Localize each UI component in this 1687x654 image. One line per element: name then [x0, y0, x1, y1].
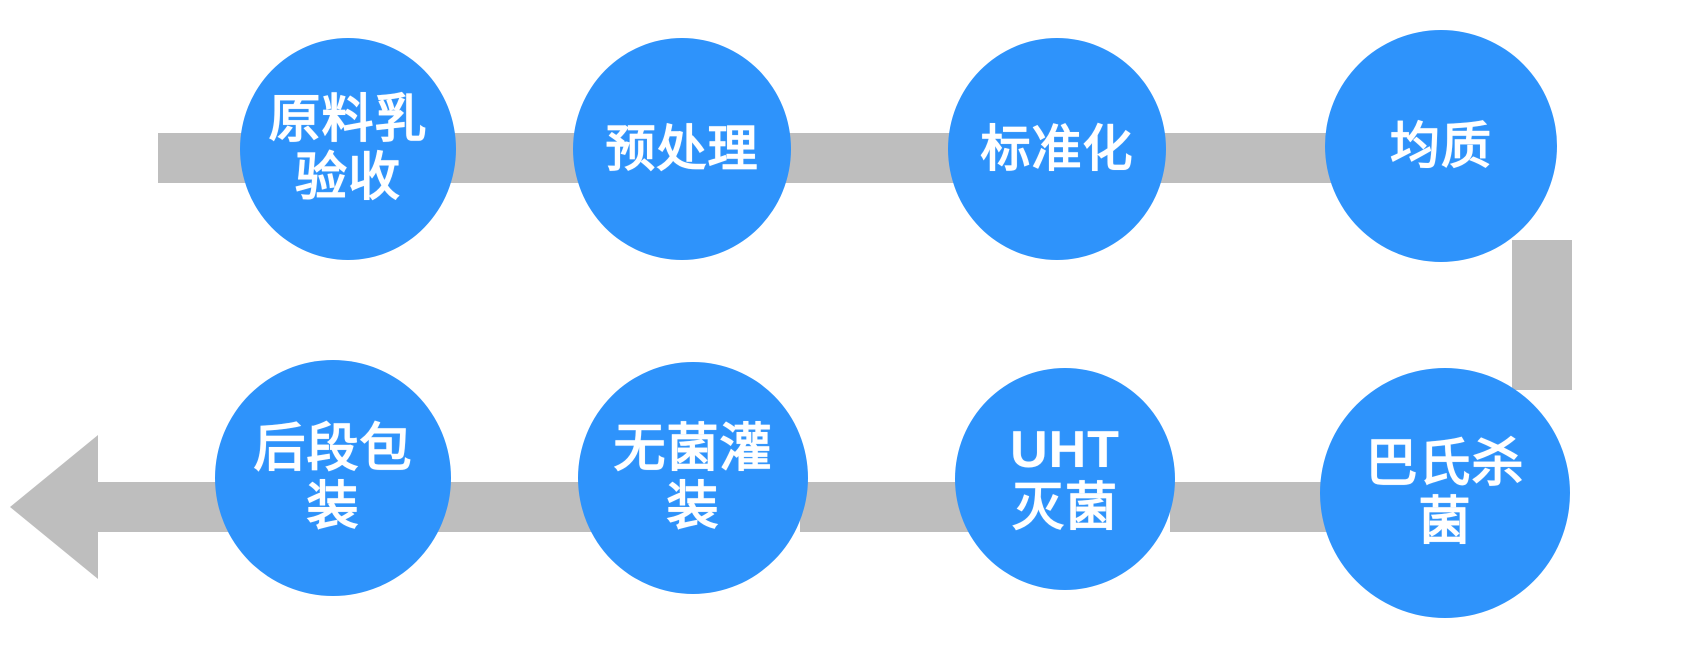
flow-node-standardization[interactable]: 标准化	[948, 38, 1166, 260]
flow-node-homogenization[interactable]: 均质	[1325, 30, 1557, 262]
flow-node-label: 标准化	[980, 121, 1134, 177]
connector-n4-n5	[1512, 240, 1572, 390]
flow-node-label: 原料乳 验收	[268, 90, 428, 207]
flow-node-uht-sterilization[interactable]: UHT 灭菌	[955, 368, 1175, 590]
flow-node-raw-milk-acceptance[interactable]: 原料乳 验收	[240, 38, 456, 260]
flow-node-label: 均质	[1390, 118, 1492, 174]
flow-node-label: 后段包 装	[253, 419, 413, 536]
flow-node-pasteurization[interactable]: 巴氏杀 菌	[1320, 368, 1570, 618]
flow-direction-arrow-icon	[10, 435, 98, 579]
flow-node-label: 巴氏杀 菌	[1365, 434, 1525, 551]
flow-node-label: UHT 灭菌	[1010, 420, 1120, 537]
flow-node-label: 预处理	[605, 121, 759, 177]
flow-node-post-packaging[interactable]: 后段包 装	[215, 360, 451, 596]
flow-node-pretreatment[interactable]: 预处理	[573, 38, 791, 260]
flow-node-label: 无菌灌 装	[613, 419, 773, 536]
flow-node-aseptic-filling[interactable]: 无菌灌 装	[578, 362, 808, 594]
